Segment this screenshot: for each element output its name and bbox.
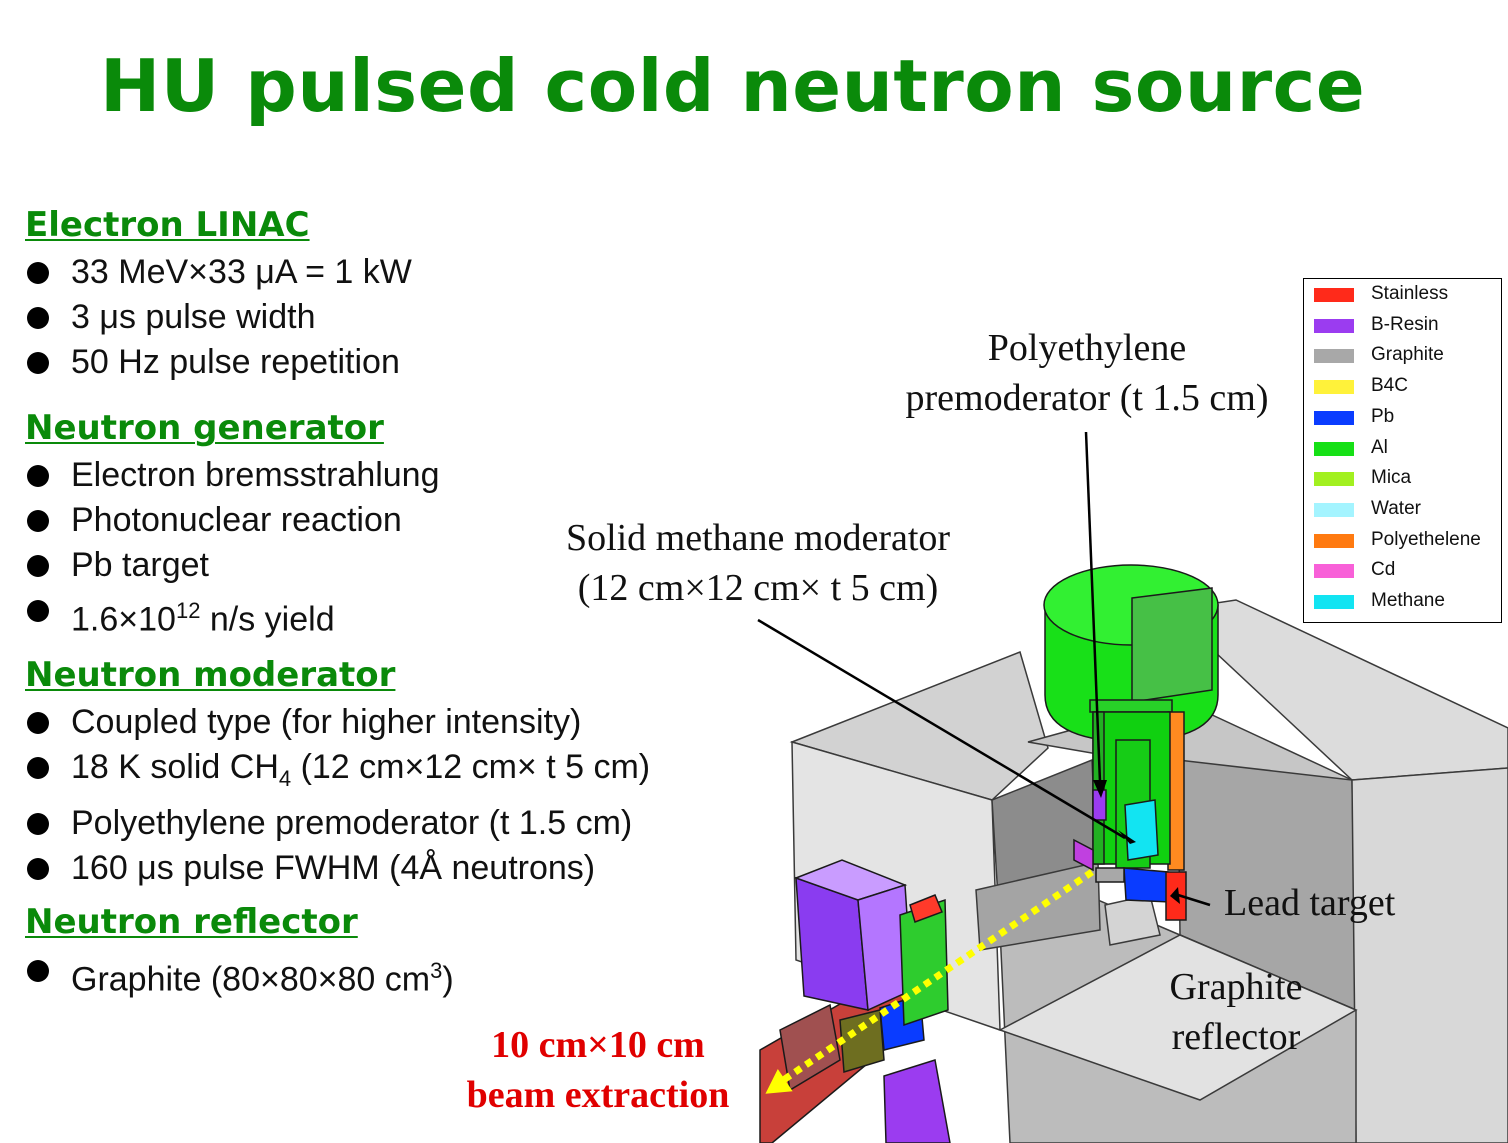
- legend-label: Al: [1371, 436, 1388, 458]
- legend-label: B-Resin: [1371, 313, 1439, 335]
- label-line: (12 cm×12 cm× t 5 cm): [577, 567, 939, 609]
- neutron-reflector-list: Graphite (80×80×80 cm3): [25, 948, 454, 1002]
- list-item-ch4: 18 K solid CH4 (12 cm×12 cm× t 5 cm): [25, 745, 650, 801]
- beam-extraction-label: 10 cm×10 cm beam extraction: [450, 1020, 746, 1120]
- list-item: 50 Hz pulse repetition: [25, 340, 412, 385]
- solid-methane-moderator-label: Solid methane moderator (12 cm×12 cm× t …: [540, 513, 976, 613]
- legend-label: Pb: [1371, 405, 1395, 427]
- legend-swatch: [1314, 441, 1354, 456]
- legend-label: Polyethelene: [1371, 528, 1481, 550]
- legend-label: Graphite: [1371, 344, 1444, 366]
- legend-swatch: [1314, 533, 1354, 548]
- legend-swatch: [1314, 472, 1354, 487]
- moderator-column: [1043, 564, 1219, 921]
- legend-swatch: [1314, 349, 1354, 364]
- list-item: 33 MeV×33 μA = 1 kW: [25, 250, 412, 295]
- legend-label: Stainless: [1371, 283, 1449, 304]
- graphite-reflector-block: [789, 599, 1508, 1143]
- legend-swatch: [1314, 318, 1354, 333]
- label-line: beam extraction: [466, 1074, 730, 1116]
- neutron-moderator-list: Coupled type (for higher intensity) 18 K…: [25, 700, 650, 891]
- list-item: 160 μs pulse FWHM (4Å neutrons): [25, 846, 650, 891]
- page-title: HU pulsed cold neutron source: [100, 44, 1366, 128]
- label-line: 10 cm×10 cm: [491, 1024, 705, 1066]
- legend-swatch: [1314, 380, 1354, 395]
- list-item: Pb target: [25, 543, 440, 588]
- polyethylene-premoderator-label: Polyethylene premoderator (t 1.5 cm): [888, 323, 1286, 423]
- list-item: Photonuclear reaction: [25, 498, 440, 543]
- section-heading-neutron-moderator: Neutron moderator: [25, 655, 396, 695]
- list-item: Polyethylene premoderator (t 1.5 cm): [25, 801, 650, 846]
- label-line: Solid methane moderator: [565, 517, 951, 559]
- list-item: Electron bremsstrahlung: [25, 453, 440, 498]
- legend-swatch: [1314, 410, 1354, 425]
- graphite-reflector-label: Graphite reflector: [1150, 962, 1322, 1062]
- section-heading-electron-linac: Electron LINAC: [25, 205, 310, 245]
- label-line: premoderator (t 1.5 cm): [905, 377, 1269, 419]
- section-heading-neutron-generator: Neutron generator: [25, 408, 384, 448]
- legend-label: Mica: [1371, 467, 1412, 489]
- legend-swatch: [1314, 502, 1354, 517]
- legend-label: Methane: [1371, 590, 1445, 611]
- legend-swatch: [1314, 288, 1354, 302]
- list-item: 3 μs pulse width: [25, 295, 412, 340]
- list-item-graphite: Graphite (80×80×80 cm3): [25, 948, 454, 1002]
- label-line: Polyethylene: [987, 327, 1187, 369]
- list-item: Coupled type (for higher intensity): [25, 700, 650, 745]
- neutron-generator-list: Electron bremsstrahlung Photonuclear rea…: [25, 453, 440, 642]
- electron-linac-list: 33 MeV×33 μA = 1 kW 3 μs pulse width 50 …: [25, 250, 412, 385]
- list-item-yield: 1.6×1012 n/s yield: [25, 588, 440, 642]
- section-heading-neutron-reflector: Neutron reflector: [25, 902, 358, 942]
- legend-swatch: [1314, 595, 1354, 609]
- legend-label: B4C: [1371, 375, 1408, 397]
- legend-label: Water: [1371, 497, 1421, 519]
- legend-label: Cd: [1371, 559, 1396, 581]
- lead-target-label: Lead target: [1224, 882, 1396, 924]
- beam-line: [759, 859, 951, 1143]
- label-line: reflector: [1171, 1016, 1301, 1058]
- legend-swatch: [1314, 564, 1354, 579]
- label-line: Graphite: [1169, 966, 1303, 1008]
